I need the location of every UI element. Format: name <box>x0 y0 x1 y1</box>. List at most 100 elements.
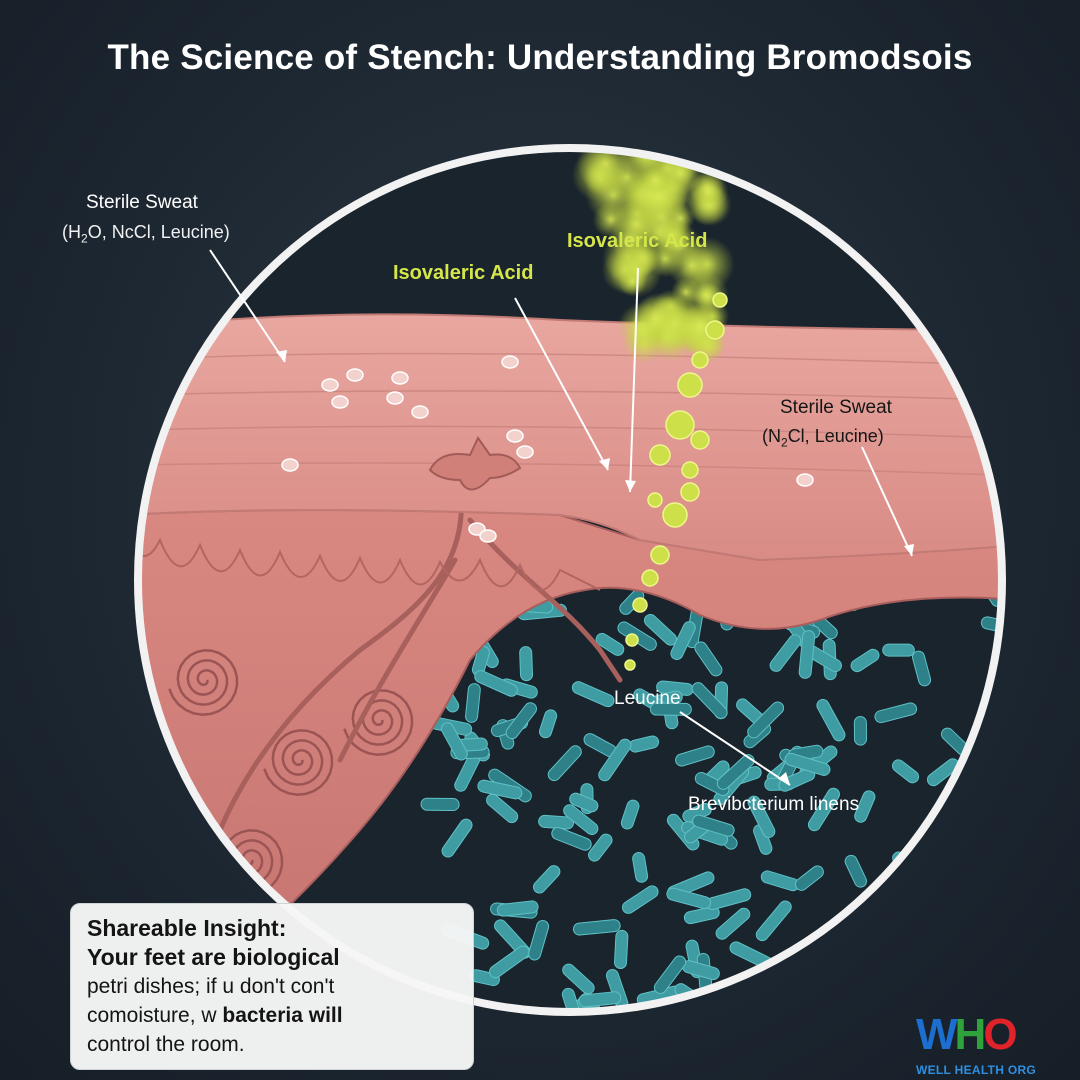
well-health-logo: WHO WELL HEALTH ORG <box>916 1010 1066 1078</box>
epidermis-texture <box>139 352 1001 476</box>
label-leucine: Leucine <box>614 688 681 709</box>
bacterium-rod <box>986 971 1002 996</box>
bacterium-rod <box>941 870 972 901</box>
logo-subtitle: WELL HEALTH ORG <box>916 1063 1037 1077</box>
insight-line-2: petri dishes; if u don't con't <box>87 975 335 998</box>
sweat-droplet <box>796 473 814 487</box>
label-sterile-sweat-right-composition: (N2Cl, Leucine) <box>762 426 884 450</box>
bacterium-rod <box>794 865 824 891</box>
bacterium-rod <box>694 991 718 1012</box>
bacterium-rod <box>987 801 1002 831</box>
bacterium-rod <box>666 887 712 910</box>
bacterium-rod <box>891 759 920 784</box>
bacterium-rod <box>588 833 613 862</box>
bacterium-rod <box>805 963 838 986</box>
bacterium-rod <box>882 643 915 657</box>
acid-bubble <box>625 633 639 647</box>
logo-letters: WHO <box>916 1010 1018 1059</box>
bacterium-rod <box>923 828 957 853</box>
bacterium-rod <box>980 616 1002 637</box>
bacterium-rod <box>867 901 909 927</box>
bacterium-rod <box>563 804 599 836</box>
sweat-droplet <box>516 445 534 459</box>
bacterium-rod <box>694 771 730 796</box>
bacterium-rod <box>547 745 582 782</box>
label-sterile-sweat-left-composition: (H2O, NcCl, Leucine) <box>62 222 230 246</box>
vapor-puff <box>618 267 647 296</box>
bacterium-rod <box>596 1022 625 1036</box>
bacterium-rod <box>538 709 558 739</box>
bacterium-rod <box>716 754 755 790</box>
bacterium-rod <box>874 702 918 724</box>
bacterium-rod <box>551 826 592 851</box>
bacterium-rod <box>505 702 537 740</box>
bacterium-rod <box>572 919 621 936</box>
bacterium-rod <box>807 960 839 985</box>
bacterium-rod <box>692 814 735 837</box>
bacterium-rod <box>911 650 932 687</box>
bacterium-rod <box>854 790 876 823</box>
acid-bubble <box>641 569 659 587</box>
bacterium-rod <box>816 698 846 742</box>
bacterium-rod <box>913 897 936 941</box>
sweat-gland-coil <box>263 729 334 796</box>
bacterium-rod <box>621 885 659 914</box>
bacterium-rod <box>562 963 595 995</box>
pointer-lines <box>209 249 913 786</box>
bacterium-rod <box>694 641 723 677</box>
bacterium-rod <box>691 682 728 720</box>
bacterium-rod <box>683 906 720 925</box>
bacterium-rod <box>818 985 847 1012</box>
acid-bubble <box>712 292 728 308</box>
sweat-droplet <box>391 371 409 385</box>
bacterium-rod <box>735 990 757 1012</box>
bacterium-rod <box>784 752 831 776</box>
bacterium-rod <box>675 745 715 767</box>
sweat-droplet <box>506 429 524 443</box>
rete-ridges <box>138 519 601 591</box>
magnifier-circle <box>134 144 1006 1016</box>
epidermis-layer <box>138 313 1002 562</box>
pointer-arrowheads <box>276 350 914 785</box>
acid-bubble <box>705 320 725 340</box>
bacterium-rod <box>807 787 840 832</box>
bacterium-rod <box>985 841 1002 875</box>
bacterium-rod <box>755 900 792 942</box>
sweat-gland-coil <box>168 649 239 716</box>
label-sterile-sweat-left: Sterile Sweat <box>86 192 198 213</box>
acid-bubble <box>632 597 648 613</box>
bacterium-rod <box>944 829 973 851</box>
insight-heading: Shareable Insight: <box>87 915 287 941</box>
acid-bubble <box>691 351 709 369</box>
bacterium-rod <box>769 634 802 672</box>
bacterium-rod <box>561 987 582 1012</box>
acid-bubble <box>650 545 670 565</box>
sweat-droplet <box>411 405 429 419</box>
isovaleric-acid-vapor <box>571 148 735 671</box>
acid-bubble <box>662 502 688 528</box>
bacterium-rod <box>670 621 696 661</box>
sweat-droplet <box>501 355 519 369</box>
acid-bubble <box>647 492 663 508</box>
vapor-puff <box>632 295 680 343</box>
bacterium-rod <box>841 956 866 991</box>
bacterium-rod <box>474 670 518 697</box>
acid-bubble <box>665 410 695 440</box>
bacterium-rod <box>964 947 991 990</box>
bacterium-rod <box>957 842 991 883</box>
bacterium-rod <box>926 758 960 787</box>
bacterium-rod <box>798 629 816 679</box>
bacterium-rod <box>569 792 599 813</box>
bacterium-rod <box>595 632 625 656</box>
acid-bubble <box>681 461 699 479</box>
label-isovaleric-acid-upper: Isovaleric Acid <box>567 230 708 252</box>
label-brevibacterium-linens: Brevibcterium linens <box>688 794 860 815</box>
bacterium-rod <box>489 945 530 979</box>
insight-line-1: Your feet are biological <box>87 944 340 970</box>
sweat-droplet <box>479 529 497 543</box>
bacterium-rod <box>620 799 640 830</box>
bacterium-rod <box>911 896 927 938</box>
bacterium-rod <box>614 929 629 969</box>
bacterium-rod <box>528 919 550 961</box>
